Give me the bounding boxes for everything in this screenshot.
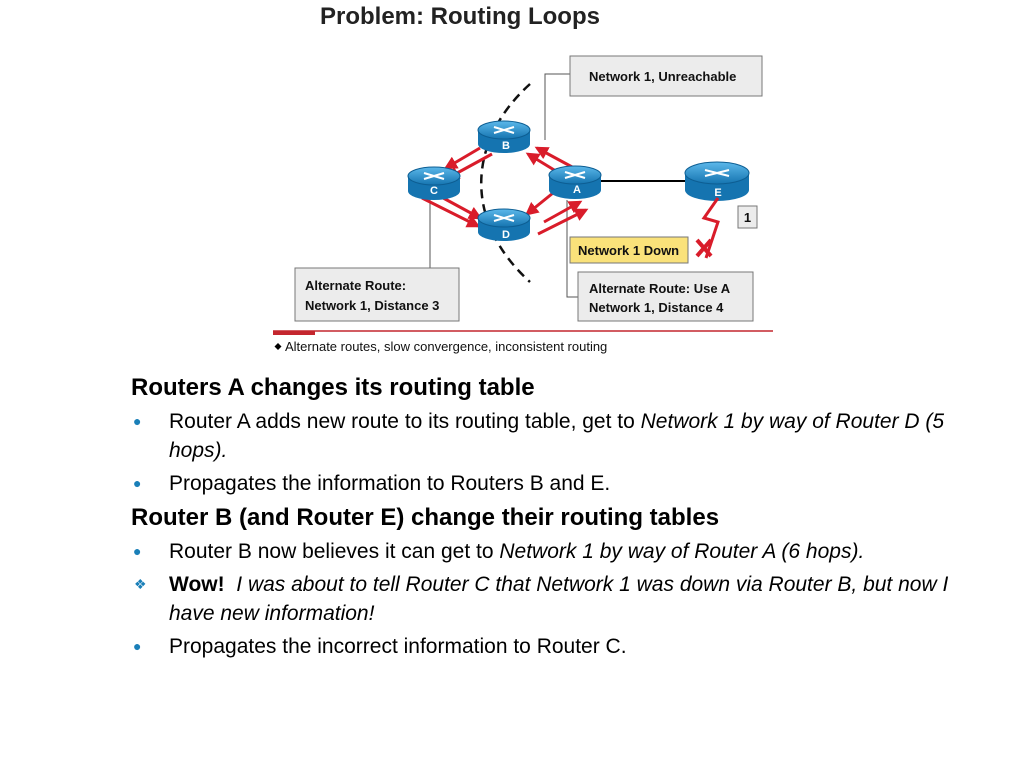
callout-unreachable: Network 1, Unreachable [569, 55, 763, 97]
callout-alternate-route-a: Alternate Route: Use A Network 1, Distan… [577, 271, 754, 322]
router-a-label: A [573, 184, 581, 196]
svg-text:Network 1, Distance 3: Network 1, Distance 3 [305, 298, 439, 313]
network-1-failed-link [695, 197, 720, 259]
list-item: ● Router A adds new route to its routing… [131, 407, 991, 465]
bullet-dot-icon: ● [133, 638, 142, 654]
bullet-dot-icon: ● [133, 475, 142, 491]
router-b: B [477, 120, 531, 153]
router-e-label: E [714, 187, 721, 199]
list-item: ❖ Wow! I was about to tell Router C that… [131, 570, 991, 628]
caption-diamond-icon [274, 343, 282, 350]
list-item: ● Propagates the incorrect information t… [131, 632, 991, 661]
router-d: D [477, 208, 531, 241]
svg-text:Alternate Route: Use A: Alternate Route: Use A [589, 281, 731, 296]
network-down-label: Network 1 Down [569, 236, 689, 264]
router-c-label: C [430, 185, 438, 197]
router-d-label: D [502, 229, 510, 241]
heading-router-b: Router B (and Router E) change their rou… [131, 504, 720, 531]
diagram-title: Problem: Routing Loops [320, 3, 600, 30]
update-arrows [421, 146, 589, 236]
router-b-label: B [502, 140, 510, 152]
svg-text:Alternate Route:: Alternate Route: [305, 278, 406, 293]
diagram-caption: Alternate routes, slow convergence, inco… [285, 339, 607, 354]
bullet-dot-icon: ● [133, 543, 142, 559]
dashed-boundary [480, 83, 531, 283]
bullet-four-diamond-icon: ❖ [134, 576, 147, 592]
routing-loop-diagram: Problem: Routing Loops B C [273, 3, 773, 354]
callout-connectors [429, 73, 578, 298]
svg-text:1: 1 [744, 210, 751, 225]
heading-router-a: Routers A changes its routing table [131, 374, 535, 401]
callout-alternate-route-c: Alternate Route: Network 1, Distance 3 [294, 267, 460, 322]
svg-text:Network 1, Distance 4: Network 1, Distance 4 [589, 300, 724, 315]
bullet-dot-icon: ● [133, 413, 142, 429]
router-e: E [684, 161, 750, 201]
list-item: ● Router B now believes it can get to Ne… [131, 537, 991, 566]
list-item: ● Propagates the information to Routers … [131, 469, 991, 498]
hop-count-badge: 1 [737, 205, 758, 229]
slide-notes: Routers A changes its routing table ● Ro… [131, 372, 991, 665]
router-a: A [548, 165, 602, 199]
caption-rule [273, 330, 773, 335]
svg-text:Network 1, Unreachable: Network 1, Unreachable [589, 69, 736, 84]
router-c: C [407, 166, 461, 200]
svg-text:Network 1 Down: Network 1 Down [578, 243, 679, 258]
